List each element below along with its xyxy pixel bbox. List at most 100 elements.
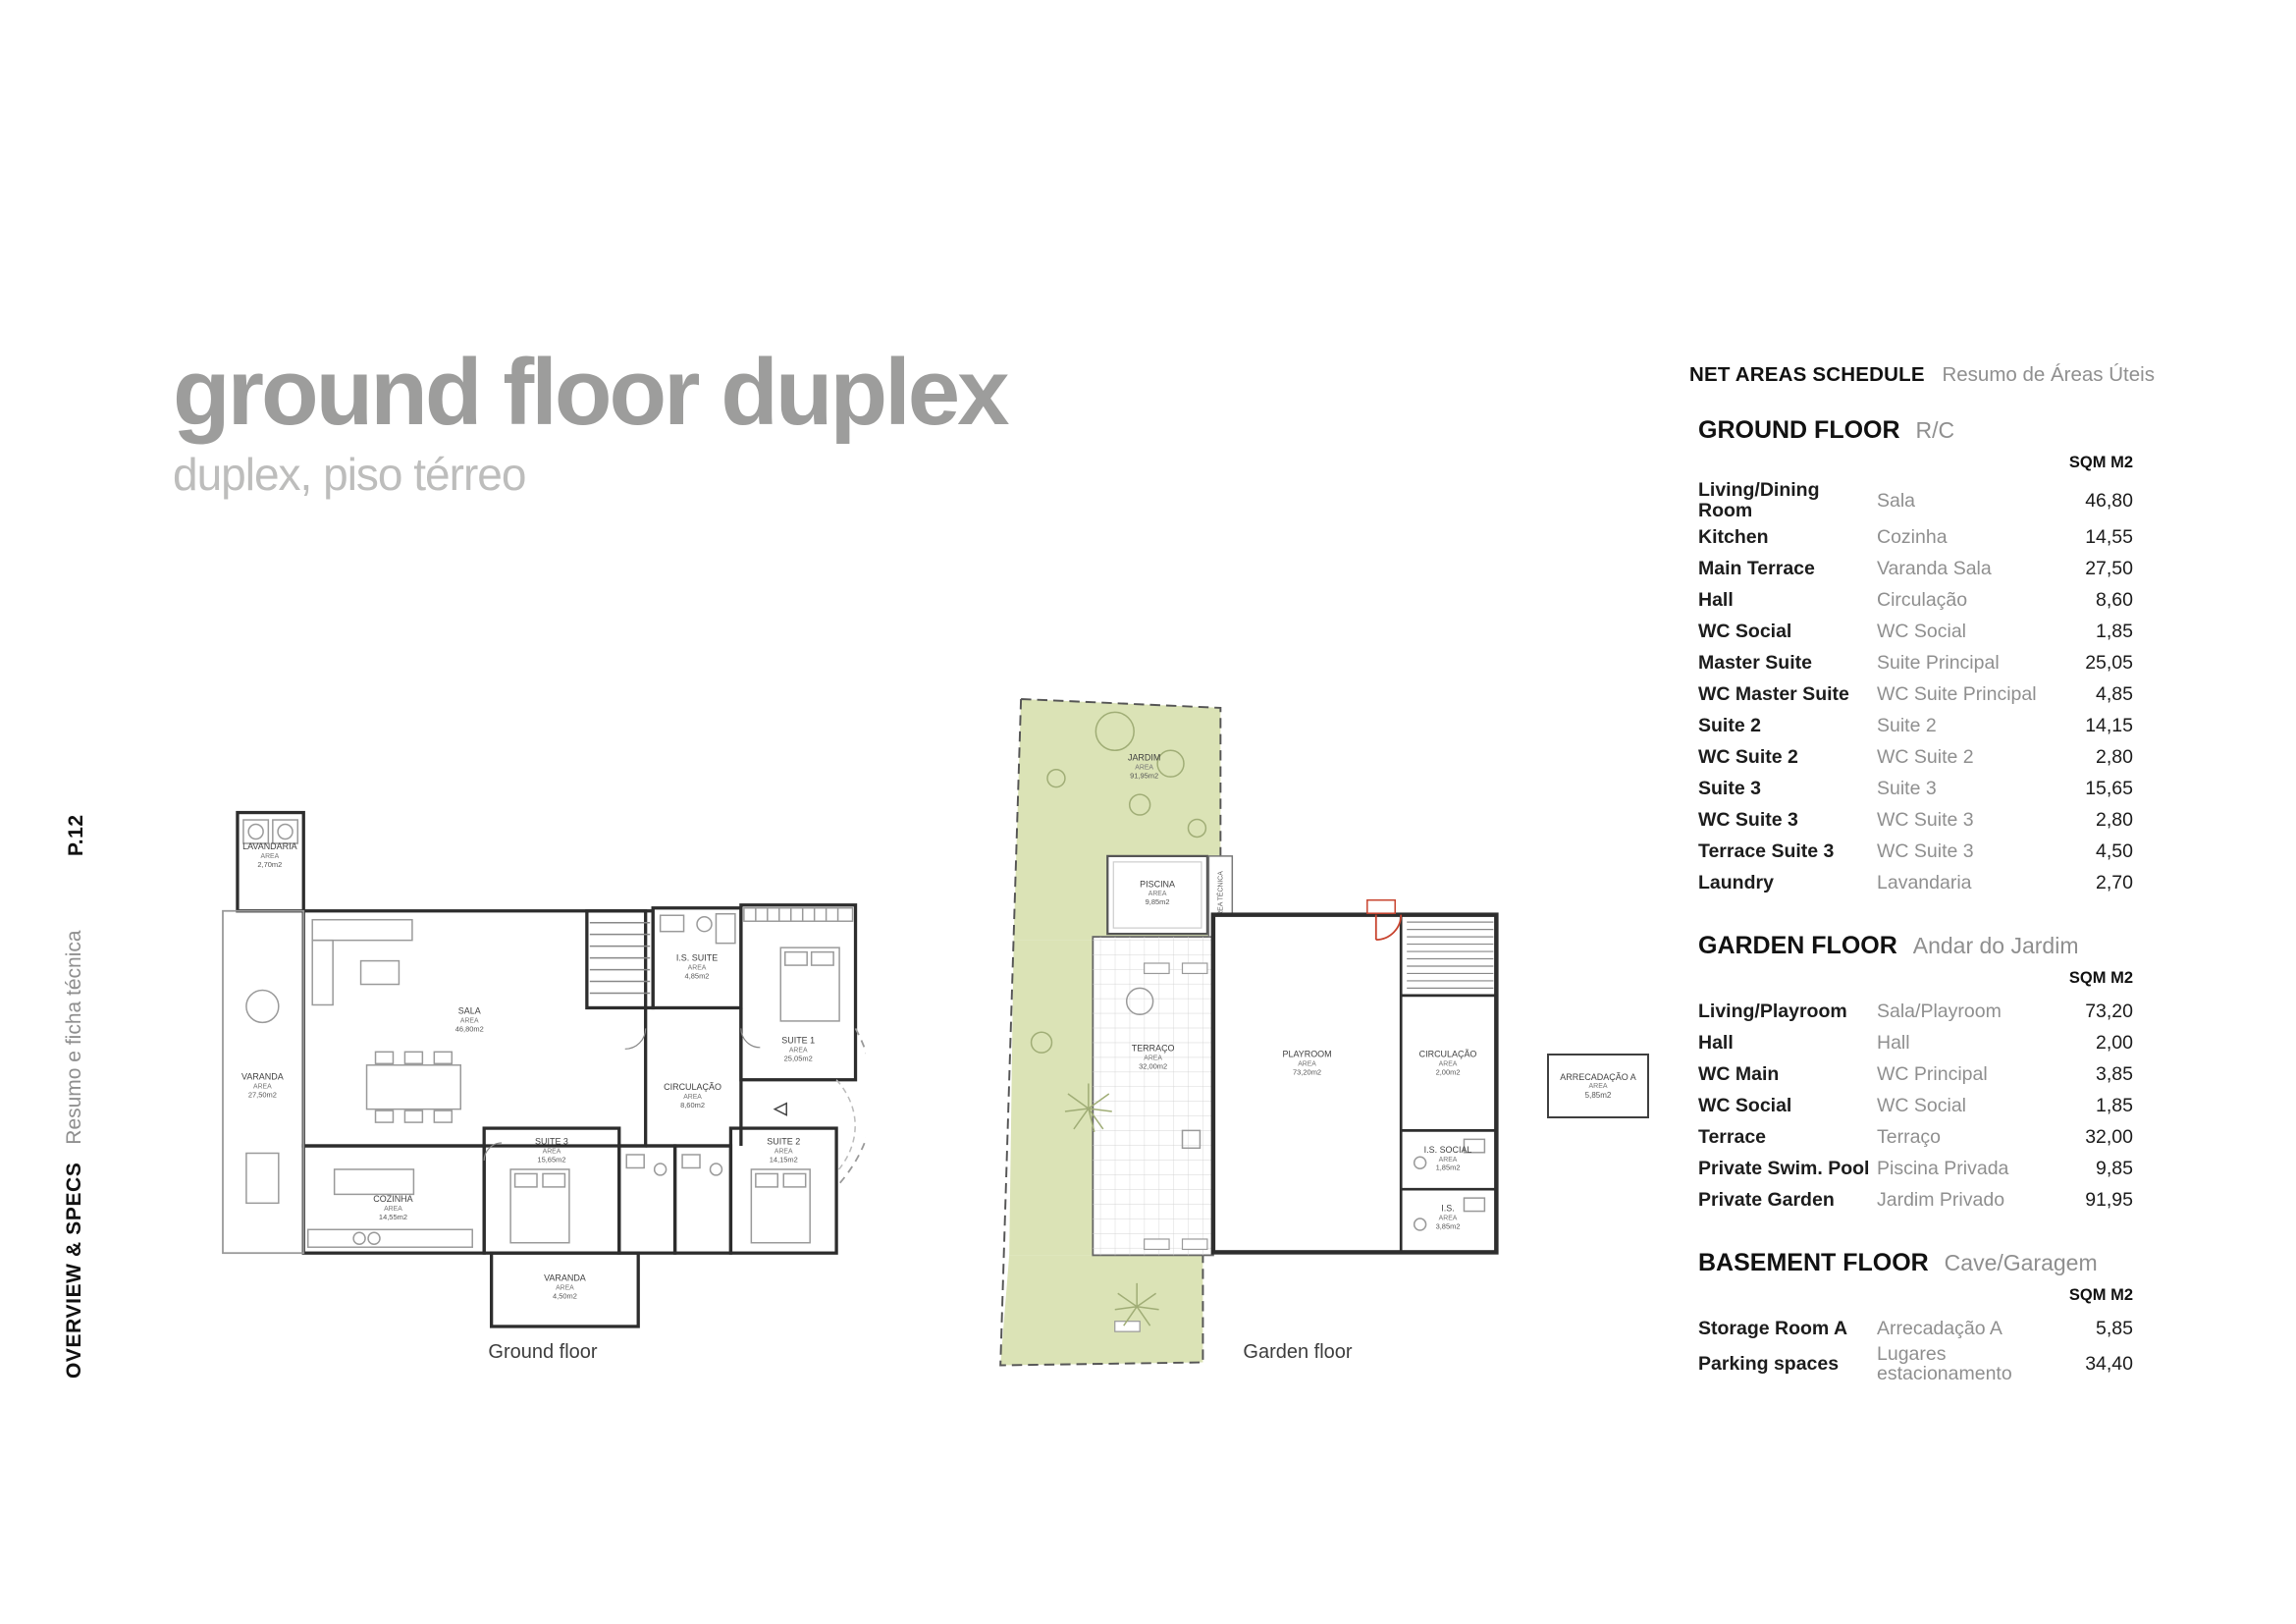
ground-floor-caption: Ground floor	[488, 1341, 598, 1363]
room-name-en: WC Main	[1698, 1062, 1780, 1085]
garden-floor-plan: ÁREA TÉCNICA	[997, 690, 1643, 1375]
room-area-sqm: 25,05	[2085, 651, 2133, 674]
room-name-en: Hall	[1698, 1031, 1734, 1054]
section-heading-pt: Cave/Garagem	[1944, 1250, 2098, 1275]
room-name-pt: Terraço	[1877, 1126, 1942, 1148]
schedule-title-pt: Resumo de Áreas Úteis	[1942, 363, 2155, 386]
schedule-row: WC Social WC Social 1,85	[1698, 616, 2133, 647]
room-area-sqm: 2,80	[2096, 808, 2133, 831]
room-area-sqm: 14,15	[2085, 714, 2133, 736]
room-name-en: Kitchen	[1698, 525, 1769, 548]
room-name-pt: Arrecadação A	[1877, 1318, 2002, 1339]
room-area-sqm: 73,20	[2085, 1000, 2133, 1022]
room-name-pt: Sala	[1877, 490, 1916, 512]
section-heading-en: BASEMENT FLOOR	[1698, 1249, 1929, 1276]
room-name-en: Suite 3	[1698, 777, 1761, 799]
section-heading: GROUND FLOOR R/C	[1698, 416, 2133, 444]
room-name-en: Master Suite	[1698, 651, 1812, 674]
schedule-row: Terrace Terraço 32,00	[1698, 1121, 2133, 1153]
schedule-row: Storage Room A Arrecadação A 5,85	[1698, 1313, 2133, 1344]
schedule-row: Master Suite Suite Principal 25,05	[1698, 647, 2133, 678]
section-heading: GARDEN FLOOR Andar do Jardim	[1698, 932, 2133, 959]
room-area-sqm: 32,00	[2085, 1125, 2133, 1148]
schedule-rows: Living/Playroom Sala/Playroom 73,20 Hall…	[1698, 996, 2133, 1216]
page-subtitle: duplex, piso térreo	[173, 449, 526, 500]
room-name-en: Parking spaces	[1698, 1352, 1840, 1375]
net-areas-schedule: NET AREAS SCHEDULE Resumo de Áreas Úteis…	[1689, 363, 2155, 1383]
room-name-en: WC Suite 2	[1698, 745, 1798, 768]
schedule-row: Private Garden Jardim Privado 91,95	[1698, 1184, 2133, 1216]
schedule-row: WC Main WC Principal 3,85	[1698, 1058, 2133, 1090]
room-name-pt: WC Social	[1877, 1095, 1967, 1116]
room-name-pt: Jardim Privado	[1877, 1189, 2005, 1211]
storage-area-word: AREA	[1588, 1083, 1608, 1090]
room-name-en: Living/Playroom	[1698, 1000, 1847, 1022]
schedule-row: Hall Hall 2,00	[1698, 1027, 2133, 1058]
room-name-pt: Sala/Playroom	[1877, 1001, 2002, 1022]
room-name-pt: Hall	[1877, 1032, 1910, 1054]
section-heading-en: GROUND FLOOR	[1698, 416, 1900, 444]
room-area-sqm: 2,80	[2096, 745, 2133, 768]
room-name-pt: WC Suite 2	[1877, 746, 1974, 768]
room-name-en: WC Social	[1698, 620, 1792, 642]
room-area-sqm: 27,50	[2085, 557, 2133, 579]
unit-label: SQM M2	[2068, 454, 2133, 471]
room-name-en: Terrace	[1698, 1125, 1767, 1148]
room-name-en: WC Suite 3	[1698, 808, 1798, 831]
schedule-row: Hall Circulação 8,60	[1698, 584, 2133, 616]
title-block: ground floor duplex duplex, piso térreo	[173, 346, 1010, 501]
room-name-en: Suite 2	[1698, 714, 1761, 736]
room-name-pt: Lavandaria	[1877, 872, 1972, 893]
schedule-row: Laundry Lavandaria 2,70	[1698, 867, 2133, 898]
section-heading-en: GARDEN FLOOR	[1698, 932, 1897, 959]
schedule-row: Suite 2 Suite 2 14,15	[1698, 710, 2133, 741]
schedule-row: Kitchen Cozinha 14,55	[1698, 521, 2133, 553]
room-name-pt: WC Principal	[1877, 1063, 1988, 1085]
schedule-row: Living/Dining Room Sala 46,80	[1698, 480, 2133, 521]
section-heading-pt: Andar do Jardim	[1912, 933, 2079, 958]
room-area-sqm: 1,85	[2096, 620, 2133, 642]
schedule-section-basement-floor: BASEMENT FLOOR Cave/Garagem SQM M2 Stora…	[1689, 1249, 2133, 1383]
room-name-pt: Piscina Privada	[1877, 1158, 2009, 1179]
room-name-en: Private Swim. Pool	[1698, 1157, 1870, 1179]
schedule-row: WC Social WC Social 1,85	[1698, 1090, 2133, 1121]
room-area-sqm: 14,55	[2085, 525, 2133, 548]
schedule-rows: Living/Dining Room Sala 46,80 Kitchen Co…	[1698, 480, 2133, 898]
room-name-pt: WC Suite 3	[1877, 840, 1974, 862]
room-name-pt: Suite 2	[1877, 715, 1937, 736]
garden-floor-plan-drawing: ÁREA TÉCNICA	[999, 697, 1499, 1367]
tech-area-label: ÁREA TÉCNICA	[1216, 871, 1225, 921]
room-area-sqm: 2,70	[2096, 871, 2133, 893]
garden-floor-caption: Garden floor	[1243, 1341, 1353, 1363]
room-name-pt: Circulação	[1877, 589, 1968, 611]
section-heading-pt: R/C	[1915, 417, 1955, 443]
room-area-sqm: 4,85	[2096, 682, 2133, 705]
room-area-sqm: 3,85	[2096, 1062, 2133, 1085]
room-name-pt: WC Suite Principal	[1877, 683, 2037, 705]
schedule-row: WC Master Suite WC Suite Principal 4,85	[1698, 678, 2133, 710]
room-area-sqm: 5,85	[2096, 1317, 2133, 1339]
room-area-sqm: 9,85	[2096, 1157, 2133, 1179]
room-area-sqm: 46,80	[2085, 489, 2133, 512]
schedule-section-garden-floor: GARDEN FLOOR Andar do Jardim SQM M2 Livi…	[1689, 932, 2133, 1216]
room-area-sqm: 91,95	[2085, 1188, 2133, 1211]
section-heading: BASEMENT FLOOR Cave/Garagem	[1698, 1249, 2133, 1276]
room-area-sqm: 4,50	[2096, 839, 2133, 862]
schedule-rows: Storage Room A Arrecadação A 5,85 Parkin…	[1698, 1313, 2133, 1384]
page-number: P.12	[65, 814, 87, 857]
sidebar-subtitle: Resumo e ficha técnica	[63, 930, 85, 1145]
room-name-pt: Varanda Sala	[1877, 558, 1992, 579]
unit-label: SQM M2	[2068, 1286, 2133, 1304]
sidebar-label: OVERVIEW & SPECS Resumo e ficha técnica	[63, 930, 86, 1379]
